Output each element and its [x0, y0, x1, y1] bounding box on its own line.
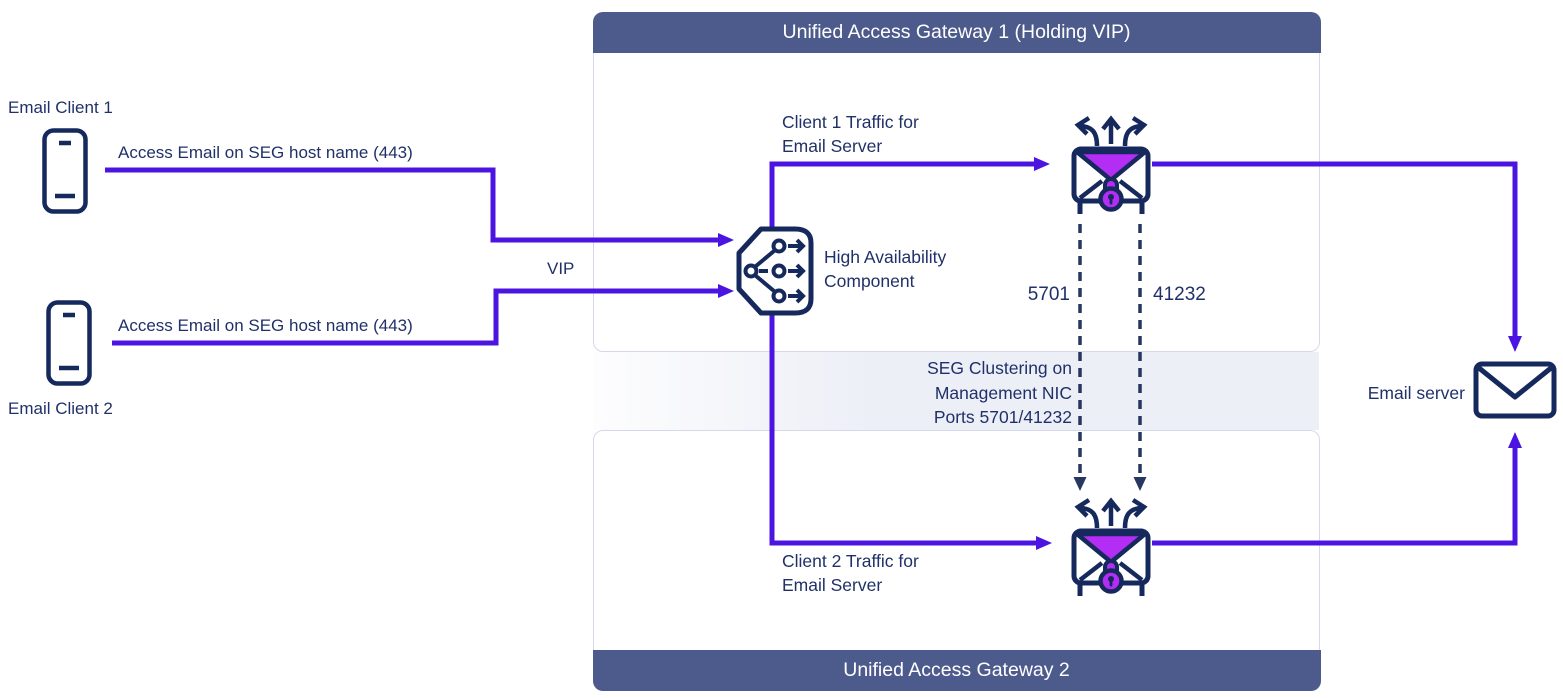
email-server-label: Email server	[1367, 383, 1465, 403]
gateway1-title: Unified Access Gateway 1 (Holding VIP)	[782, 20, 1131, 43]
gateway-gap-band	[594, 352, 1319, 430]
client1-connection-label: Access Email on SEG host name (443)	[118, 143, 413, 162]
clustering-note-line3: Ports 5701/41232	[933, 407, 1072, 427]
client2-traffic-line2: Email Server	[782, 575, 883, 595]
gateway1-box: Unified Access Gateway 1 (Holding VIP)	[592, 11, 1321, 352]
ha-traffic-lines	[769, 157, 1052, 550]
email-client1-label: Email Client 1	[8, 98, 113, 117]
client2-traffic-line1: Client 2 Traffic for	[782, 551, 919, 571]
ha-component-label: High Availability Component	[824, 245, 946, 293]
client1-traffic-line2: Email Server	[782, 136, 883, 156]
gateway2-box: Unified Access Gateway 2	[592, 430, 1321, 691]
seg-clustering-note: SEG Clustering on Management NIC Ports 5…	[875, 356, 1072, 430]
seg1-to-server-line	[1152, 161, 1522, 352]
client2-traffic-label: Client 2 Traffic for Email Server	[782, 549, 919, 597]
email-client2-label: Email Client 2	[8, 399, 113, 418]
client1-traffic-line1: Client 1 Traffic for	[782, 112, 919, 132]
ha-label-line1: High Availability	[824, 247, 947, 267]
load-balancer-icon	[736, 226, 814, 316]
secure-email-gateway-icon	[1071, 115, 1151, 214]
phone-icon	[42, 128, 88, 214]
gateway1-title-bar: Unified Access Gateway 1 (Holding VIP)	[592, 11, 1321, 53]
port-41232-label: 41232	[1153, 284, 1206, 305]
vip-label: VIP	[547, 259, 575, 278]
seg2-to-server-line	[1152, 432, 1522, 546]
client2-connection-line	[112, 284, 734, 346]
client2-connection-label: Access Email on SEG host name (443)	[118, 316, 413, 335]
port-5701-label: 5701	[1027, 284, 1070, 305]
ha-label-line2: Component	[824, 271, 915, 291]
secure-email-gateway-icon	[1071, 497, 1151, 596]
gateway2-title-bar: Unified Access Gateway 2	[592, 649, 1321, 691]
clustering-note-line1: SEG Clustering on	[927, 358, 1072, 378]
envelope-icon	[1473, 361, 1557, 419]
clustering-note-line2: Management NIC	[934, 382, 1072, 403]
phone-icon	[46, 300, 92, 386]
client1-traffic-label: Client 1 Traffic for Email Server	[782, 110, 919, 158]
client1-connection-line	[105, 167, 734, 247]
gateway2-title: Unified Access Gateway 2	[843, 658, 1070, 681]
